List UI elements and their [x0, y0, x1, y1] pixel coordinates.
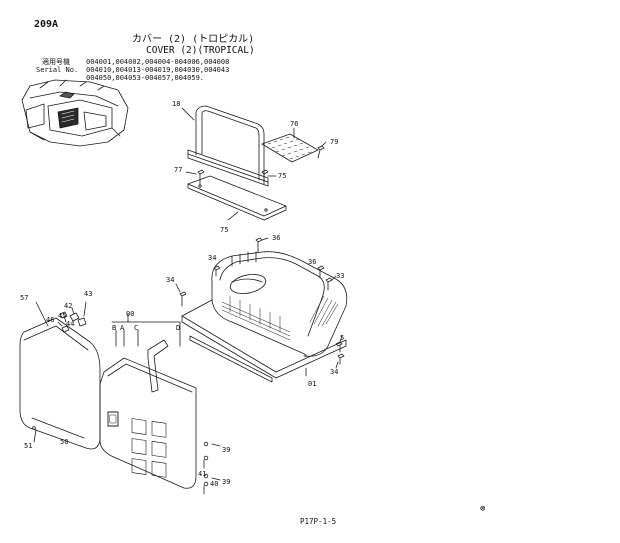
callout-5: 5	[340, 334, 344, 342]
callout-50: 50	[60, 438, 68, 446]
door-fasteners-39-41	[203, 441, 221, 495]
bolt-part-34b	[175, 283, 187, 307]
callout-44: 44	[66, 320, 74, 328]
door-panel-part-00	[99, 313, 197, 489]
callout-43: 43	[84, 290, 92, 298]
callout-01: 01	[308, 380, 316, 388]
callout-45: 45	[58, 312, 66, 320]
page-title-jp: カバー (2) (トロピカル)	[132, 34, 255, 45]
engine-cover-part-01	[181, 251, 348, 383]
bolt-part-33	[325, 275, 337, 291]
callout-76: 76	[290, 120, 298, 128]
serial-values-line1: 004001,004002,004004-004006,004008	[86, 58, 230, 66]
serial-label-en: Serial No.	[36, 66, 79, 74]
callout-39b: 39	[222, 478, 230, 486]
callout-75b: 75	[220, 226, 228, 234]
revision-mark: ⊗	[480, 504, 486, 514]
callout-39a: 39	[222, 446, 230, 454]
callout-79: 79	[330, 138, 338, 146]
bolt-part-36	[255, 237, 269, 253]
bolt-part-5	[335, 335, 343, 353]
bolt-part-75b	[261, 169, 277, 185]
callout-34a: 34	[208, 254, 216, 262]
callout-33: 33	[336, 272, 344, 280]
perforated-plate-part-76	[261, 127, 319, 163]
callout-34c: 34	[330, 368, 338, 376]
bracket-part-C	[147, 339, 169, 393]
page-code: 209A	[34, 19, 59, 30]
callout-36b: 36	[308, 258, 316, 266]
callout-46: 46	[46, 316, 54, 324]
bolt-part-79	[317, 141, 327, 159]
bolt-part-34c	[335, 353, 345, 369]
bolt-part-36b	[317, 265, 325, 279]
handrail-part-18	[181, 105, 269, 187]
callout-A: A	[120, 324, 125, 332]
callout-75a: 75	[278, 172, 286, 180]
hinge-parts-42-46	[35, 301, 87, 333]
callout-51: 51	[24, 442, 32, 450]
base-plate-part-75	[187, 175, 287, 221]
callout-00: 00	[126, 310, 134, 318]
machine-thumbnail	[21, 79, 129, 147]
figure-ref-code: P17P-1-5	[300, 517, 337, 526]
callout-34b: 34	[166, 276, 174, 284]
callout-42: 42	[64, 302, 72, 310]
serial-values-line3: 004050,004053-004057,004059.	[86, 74, 205, 82]
callout-57: 57	[20, 294, 28, 302]
serial-values-line2: 004010,004013-004019,004030,004043	[86, 66, 230, 74]
callout-C: C	[134, 324, 138, 332]
bolt-part-34a	[213, 265, 221, 277]
callout-B: B	[112, 324, 116, 332]
callout-77: 77	[174, 166, 182, 174]
callout-41: 41	[198, 470, 206, 478]
callout-18: 18	[172, 100, 180, 108]
side-panel-part-50	[19, 317, 101, 450]
callout-D: D	[176, 324, 180, 332]
bolt-part-77	[185, 169, 205, 185]
callout-40: 40	[210, 480, 218, 488]
callout-labels: 18 76 79 77 75 75 36 34 34 36 33 57 43 4…	[20, 100, 344, 488]
callout-36: 36	[272, 234, 280, 242]
page-title-en: COVER (2)(TROPICAL)	[146, 45, 255, 56]
serial-label-jp: 適用号機	[42, 58, 70, 66]
